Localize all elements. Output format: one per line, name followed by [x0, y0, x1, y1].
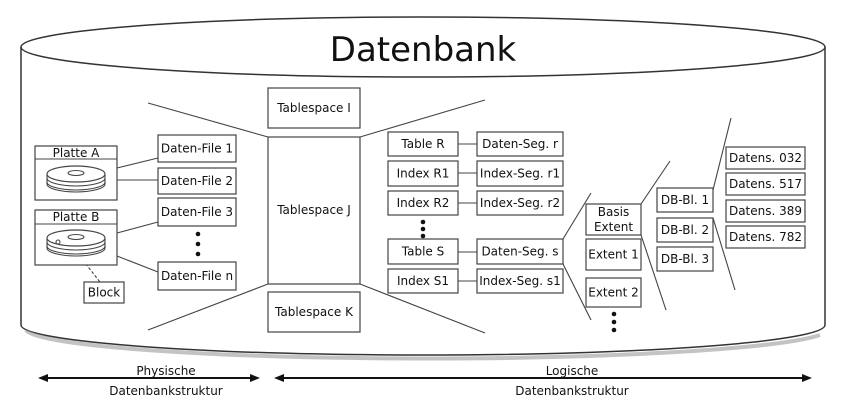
tablespaces: Tablespace I Tablespace J Tablespace K: [267, 87, 361, 333]
db-blocks: DB-Bl. 1 DB-Bl. 2 DB-Bl. 3: [656, 187, 714, 272]
svg-text:Tablespace J: Tablespace J: [276, 203, 351, 217]
ellipsis-icon: [611, 311, 617, 333]
logical-label: Datenbankstruktur: [515, 384, 629, 398]
svg-text:Table R: Table R: [400, 137, 444, 151]
footer-arrows: [38, 374, 812, 382]
svg-text:Extent: Extent: [594, 220, 633, 234]
disk-label: Platte A: [53, 146, 101, 160]
svg-text:DB-Bl. 2: DB-Bl. 2: [661, 223, 709, 237]
svg-text:Index R1: Index R1: [397, 167, 450, 181]
objects: Table R Index R1 Index R2 Table S Index …: [387, 131, 459, 294]
svg-text:DB-Bl. 3: DB-Bl. 3: [661, 252, 709, 266]
svg-text:Daten-Seg. r: Daten-Seg. r: [482, 137, 558, 151]
svg-text:Datens. 032: Datens. 032: [729, 151, 802, 165]
physical-label: Physische: [136, 364, 195, 378]
segments: Daten-Seg. r Index-Seg. r1 Index-Seg. r2…: [476, 131, 564, 294]
disk-platter-icon: [46, 165, 106, 193]
disk-platter-icon: [46, 229, 106, 257]
svg-text:Extent 1: Extent 1: [588, 248, 639, 262]
svg-text:Index-Seg. s1: Index-Seg. s1: [479, 274, 561, 288]
svg-text:Index S1: Index S1: [397, 274, 449, 288]
block-box: Block: [83, 281, 125, 304]
svg-text:Datens. 517: Datens. 517: [729, 177, 802, 191]
svg-text:DB-Bl. 1: DB-Bl. 1: [661, 193, 709, 207]
svg-text:Table S: Table S: [401, 245, 444, 259]
disk-platte-b: Platte B: [34, 209, 118, 266]
svg-text:Daten-File 2: Daten-File 2: [161, 174, 233, 188]
physical-label: Datenbankstruktur: [109, 384, 223, 398]
svg-text:Tablespace K: Tablespace K: [274, 305, 354, 319]
disk-label: Platte B: [53, 210, 100, 224]
svg-text:Extent 2: Extent 2: [588, 286, 639, 300]
svg-text:Index-Seg. r2: Index-Seg. r2: [480, 196, 560, 210]
svg-text:Daten-Seg. s: Daten-Seg. s: [481, 245, 558, 259]
svg-text:Index-Seg. r1: Index-Seg. r1: [480, 167, 560, 181]
svg-text:Daten-File 3: Daten-File 3: [161, 205, 233, 219]
svg-text:Index R2: Index R2: [397, 196, 450, 210]
ellipsis-icon: [195, 231, 201, 257]
svg-text:Basis: Basis: [598, 205, 629, 219]
records: Datens. 032 Datens. 517 Datens. 389 Date…: [725, 146, 806, 249]
svg-text:Daten-File n: Daten-File n: [161, 269, 233, 283]
ellipsis-icon: [420, 219, 426, 239]
svg-text:Datens. 389: Datens. 389: [729, 204, 802, 218]
logical-label: Logische: [546, 364, 599, 378]
title: Datenbank: [330, 30, 517, 70]
svg-text:Datens. 782: Datens. 782: [729, 230, 802, 244]
svg-text:Block: Block: [88, 286, 121, 300]
svg-text:Daten-File 1: Daten-File 1: [161, 142, 233, 156]
connector-lines: [69, 99, 736, 334]
svg-text:Tablespace I: Tablespace I: [276, 101, 351, 115]
data-files: Daten-File 1 Daten-File 2 Daten-File 3 D…: [157, 134, 237, 291]
disk-platte-a: Platte A: [34, 145, 118, 201]
